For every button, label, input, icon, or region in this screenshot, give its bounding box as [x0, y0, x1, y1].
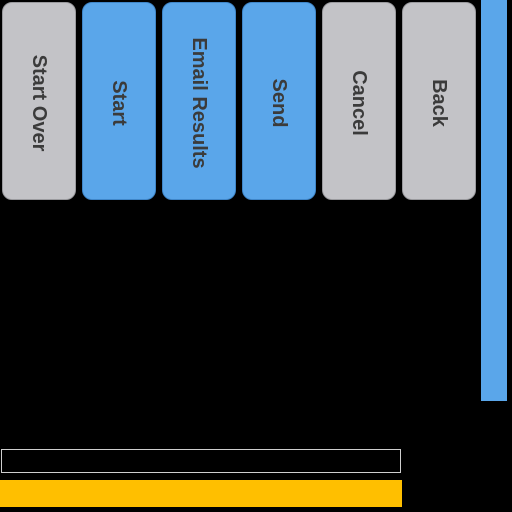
start-over-button[interactable]: Start Over: [2, 2, 76, 200]
cancel-label: Cancel: [348, 70, 370, 136]
side-panel: [481, 0, 507, 401]
email-results-label: Email Results: [188, 37, 210, 169]
cancel-button[interactable]: Cancel: [322, 2, 396, 200]
send-label: Send: [268, 78, 290, 128]
start-over-label: Start Over: [28, 54, 50, 152]
send-button[interactable]: Send: [242, 2, 316, 200]
start-label: Start: [108, 80, 130, 126]
start-button[interactable]: Start: [82, 2, 156, 200]
back-label: Back: [428, 79, 450, 127]
back-button[interactable]: Back: [402, 2, 476, 200]
status-bar: [0, 480, 402, 507]
text-input-field[interactable]: [1, 449, 401, 473]
email-results-button[interactable]: Email Results: [162, 2, 236, 200]
